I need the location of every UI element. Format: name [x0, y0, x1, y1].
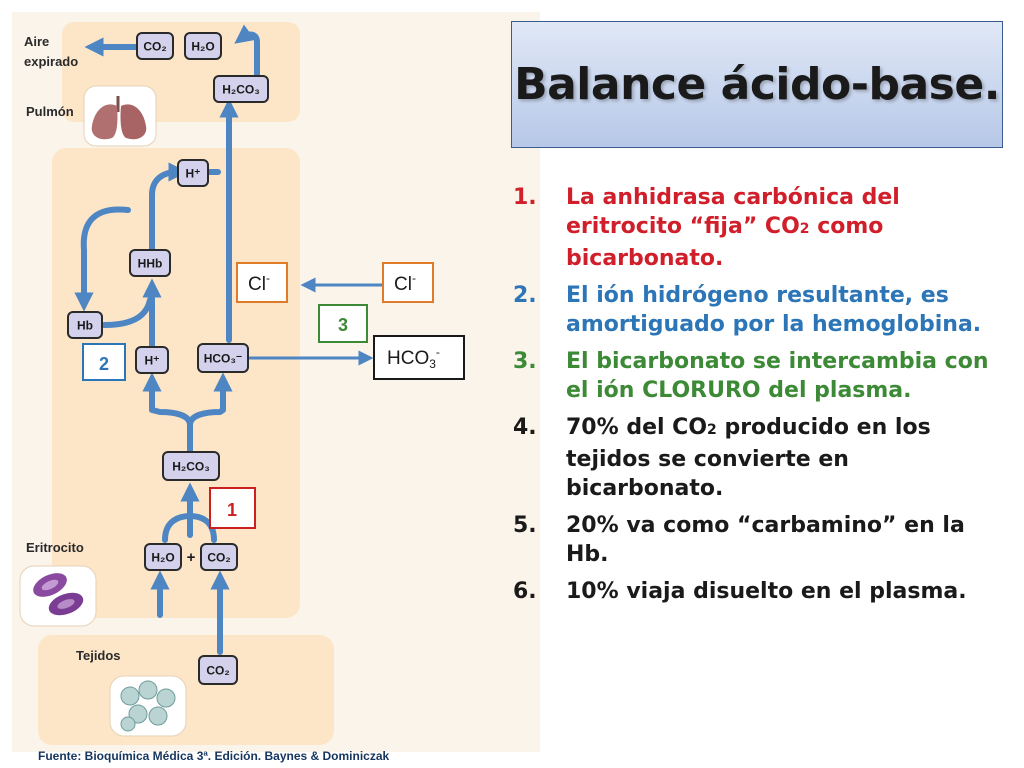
point-text: 20% va como “carbamino” en la Hb. — [566, 511, 1013, 569]
page-title: Balance ácido-base. — [514, 59, 1000, 110]
node-label-h2co3_cell: H₂CO₃ — [172, 460, 210, 474]
point-3: 3. El bicarbonato se intercambia con el i… — [513, 347, 1013, 405]
point-subscript: 2 — [707, 422, 717, 438]
title-box: Balance ácido-base. — [511, 21, 1003, 148]
node-label-hplus_top: H⁺ — [186, 167, 201, 181]
node-box-hhb — [129, 249, 171, 277]
tissue-cells-icon — [109, 675, 187, 737]
lungs-icon — [83, 85, 157, 147]
node-label-co2_tissue: CO₂ — [206, 664, 229, 678]
arrow-loop-hb — [74, 206, 131, 312]
label-pulmon: Pulmón — [26, 104, 74, 119]
node-box-h2co3_cell — [162, 451, 220, 481]
point-text-main: 70% del CO — [566, 415, 708, 440]
point-text-rest: como bicarbonato. — [566, 214, 884, 271]
bicarbonate-plasma-box — [373, 335, 465, 380]
node-label-co2_lung: CO₂ — [143, 40, 166, 54]
node-box-co2_tissue — [198, 655, 238, 685]
numbered-points: 1. La anhidrasa carbónica del eritrocito … — [513, 183, 1013, 614]
node-box-h2co3_lung — [213, 75, 269, 103]
point-text: 70% del CO2 producido en los tejidos se … — [566, 413, 1013, 503]
node-box-co2_cell — [200, 543, 238, 571]
point-number: 1. — [513, 185, 537, 210]
marker-2-label: 2 — [99, 354, 109, 374]
plus-sign: + — [187, 549, 196, 566]
node-box-hplus_mid — [135, 346, 169, 374]
point-text-main: El ión hidrógeno resultante, es amortigu… — [566, 283, 982, 337]
point-number: 2. — [513, 283, 537, 308]
arrow-hhb-hplus — [149, 162, 188, 253]
point-number: 5. — [513, 513, 537, 538]
marker-3-label: 3 — [338, 315, 348, 335]
arrow-hb-hhb — [101, 297, 153, 328]
node-label-hhb: HHb — [138, 257, 163, 271]
node-label-h2o_cell: H₂O — [151, 551, 174, 565]
point-number: 4. — [513, 415, 537, 440]
point-text-main: 20% va como “carbamino” en la Hb. — [566, 513, 965, 567]
label-aire-expirado: Aire expirado — [24, 34, 78, 69]
arrow-dissociate-lung — [234, 24, 260, 79]
chloride-label-right: Cl- — [394, 271, 416, 295]
point-text: 10% viaja disuelto en el plasma. — [566, 577, 1013, 606]
bicarbonate-plasma-label: HCO3- — [387, 345, 440, 371]
acid-base-diagram: Aire expirado Pulmón Eritrocito Tejidos — [12, 12, 540, 752]
point-2: 2. El ión hidrógeno resultante, es amorti… — [513, 281, 1013, 339]
point-text-rest: producido en los tejidos se convierte en… — [566, 415, 931, 501]
label-tejidos: Tejidos — [76, 648, 121, 663]
point-text: La anhidrasa carbónica del eritrocito “f… — [566, 183, 1013, 273]
marker-3 — [318, 304, 368, 343]
point-number: 3. — [513, 349, 537, 374]
label-eritrocito: Eritrocito — [26, 540, 84, 555]
point-number: 6. — [513, 579, 537, 604]
chloride-box-left — [236, 262, 288, 303]
node-label-hb: Hb — [77, 319, 93, 333]
node-label-hco3_cell: HCO₃⁻ — [204, 352, 243, 366]
erythrocytes-icon — [19, 565, 97, 627]
point-text-main: La anhidrasa carbónica del eritrocito “f… — [566, 185, 900, 239]
point-text-main: El bicarbonato se intercambia con el ión… — [566, 349, 989, 403]
exchange-arrows — [248, 277, 384, 366]
node-box-co2_lung — [136, 32, 174, 60]
point-subscript: 2 — [799, 221, 810, 237]
node-label-hplus_mid: H⁺ — [145, 354, 160, 368]
node-box-h2o_lung — [184, 32, 222, 60]
point-4: 4. 70% del CO2 producido en los tejidos s… — [513, 413, 1013, 503]
source-citation: Fuente: Bioquímica Médica 3ª. Edición. B… — [38, 749, 390, 763]
point-text-main: 10% viaja disuelto en el plasma. — [566, 579, 967, 604]
node-label-co2_cell: CO₂ — [207, 551, 230, 565]
node-label-h2o_lung: H₂O — [191, 40, 214, 54]
marker-2 — [82, 343, 126, 381]
node-box-hplus_top — [177, 159, 209, 187]
arrow-fork-hco3 — [187, 372, 233, 428]
chloride-box-right — [382, 262, 434, 303]
node-box-h2o_cell — [144, 543, 182, 571]
node-box-hco3_cell — [197, 343, 249, 373]
node-label-h2co3_lung: H₂CO₃ — [222, 83, 260, 97]
point-text: El bicarbonato se intercambia con el ión… — [566, 347, 1013, 405]
marker-1-label: 1 — [227, 500, 237, 520]
point-text: El ión hidrógeno resultante, es amortigu… — [566, 281, 1013, 339]
node-box-hb — [67, 311, 103, 339]
point-1: 1. La anhidrasa carbónica del eritrocito … — [513, 183, 1013, 273]
point-5: 5. 20% va como “carbamino” en la Hb. — [513, 511, 1013, 569]
point-6: 6. 10% viaja disuelto en el plasma. — [513, 577, 1013, 606]
marker-1 — [209, 487, 256, 529]
chloride-label-left: Cl- — [248, 271, 270, 295]
